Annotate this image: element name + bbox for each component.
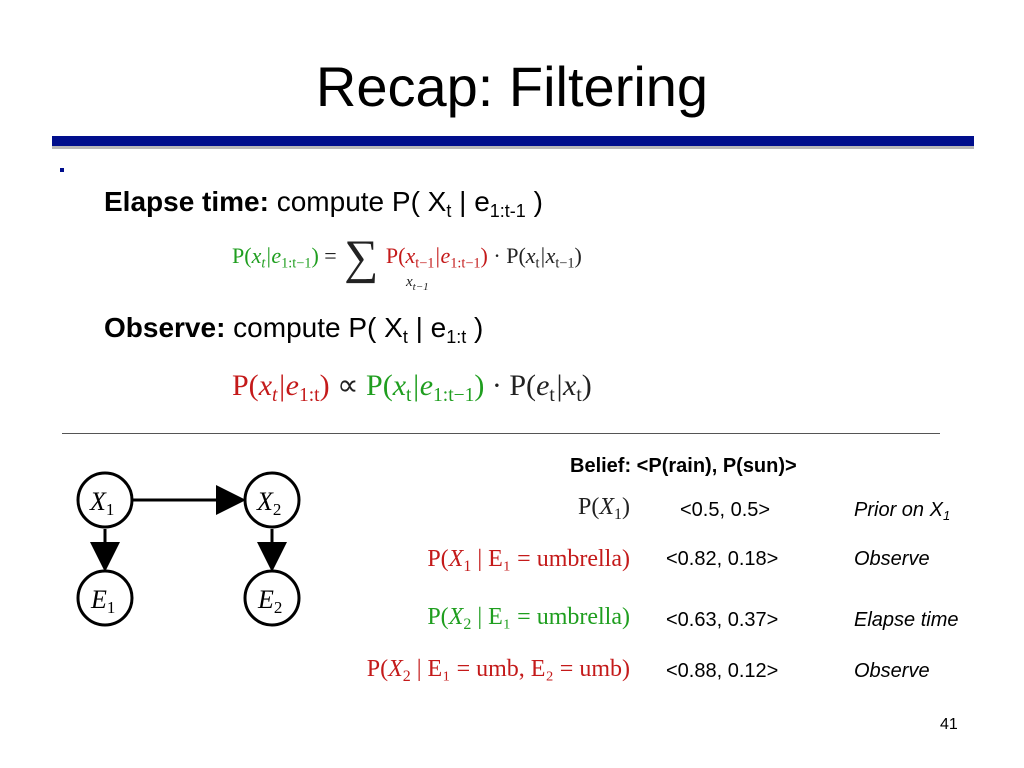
- observe-text-post: ): [466, 312, 484, 343]
- belief-row-2-note: Observe: [854, 548, 930, 570]
- belief-row-2-value: <0.82, 0.18>: [666, 548, 779, 570]
- section-divider: [62, 433, 940, 434]
- elapse-time-label: Elapse time:: [104, 186, 269, 217]
- belief-row-3-expr: P(X2 | E₁ = umbrella): [427, 604, 630, 633]
- belief-header: Belief: <P(rain), P(sun)>: [570, 455, 797, 477]
- node-x2: [243, 471, 301, 529]
- observe-label: Observe:: [104, 312, 226, 343]
- belief-row-4-value: <0.88, 0.12>: [666, 660, 779, 682]
- belief-row-4-note: Observe: [854, 660, 930, 682]
- observe-text: compute P( X: [225, 312, 403, 343]
- observe-eq-term1: P(xt|e1:t−1): [366, 369, 485, 406]
- observe-eq-propto: ∝: [329, 369, 367, 402]
- observe-equation: P(xt|e1:t) ∝ P(xt|e1:t−1) · P(et|xt): [232, 368, 592, 406]
- elapse-time-line: Elapse time: compute P( Xt | e1:t-1 ): [104, 186, 543, 221]
- belief-row-2-expr: P(X1 | E₁ = umbrella): [427, 546, 630, 575]
- elapse-eq-term2: · P(xt|xt−1): [487, 243, 582, 272]
- sum-index: xt−1: [406, 274, 429, 293]
- elapse-text: compute P( X: [268, 186, 447, 217]
- node-e2-label: E2: [257, 585, 282, 617]
- node-e1-label: E1: [90, 585, 115, 617]
- title-rule-shadow: [52, 146, 974, 149]
- node-x1: [76, 471, 134, 529]
- title-rule: [52, 136, 974, 146]
- belief-row-1-expr: P(X1): [577, 494, 630, 523]
- page-number: 41: [940, 716, 958, 733]
- elapse-eq-term1: P(xt−1|e1:t−1): [380, 243, 488, 272]
- elapse-equation: P(xt|e1:t−1) = ∑ P(xt−1|e1:t−1) · P(xt|x…: [232, 230, 582, 285]
- hmm-network-diagram: X1 X2 E1 E2: [76, 471, 301, 627]
- node-x2-label: X2: [256, 487, 281, 519]
- observe-text-mid: | e: [407, 312, 447, 343]
- belief-row-1-note: Prior on X1: [854, 499, 951, 523]
- elapse-eq-equals: =: [318, 243, 343, 268]
- elapse-eq-lhs: P(xt|e1:t−1): [232, 243, 319, 272]
- belief-row-3-value: <0.63, 0.37>: [666, 609, 779, 631]
- slide-title: Recap: Filtering: [315, 55, 709, 118]
- observe-sub-t: t: [402, 327, 408, 347]
- observe-eq-lhs: P(xt|e1:t): [232, 369, 330, 406]
- belief-row-1-value: <0.5, 0.5>: [680, 499, 771, 521]
- bullet-marker: [60, 168, 64, 172]
- node-e1: [76, 569, 134, 627]
- elapse-sub-range: 1:t-1: [489, 201, 526, 221]
- node-e2: [243, 569, 301, 627]
- node-x1-label: X1: [89, 487, 114, 519]
- sum-symbol: ∑: [344, 231, 379, 284]
- belief-row-3-note: Elapse time: [854, 609, 959, 631]
- observe-line: Observe: compute P( Xt | e1:t ): [104, 312, 484, 347]
- elapse-sub-t: t: [446, 201, 452, 221]
- belief-row-4-expr: P(X2 | E₁ = umb, E₂ = umb): [366, 656, 630, 685]
- observe-eq-term2: · P(et|xt): [484, 369, 592, 406]
- observe-sub-range: 1:t: [446, 327, 467, 347]
- elapse-text-mid: | e: [451, 186, 490, 217]
- elapse-text-post: ): [525, 186, 543, 217]
